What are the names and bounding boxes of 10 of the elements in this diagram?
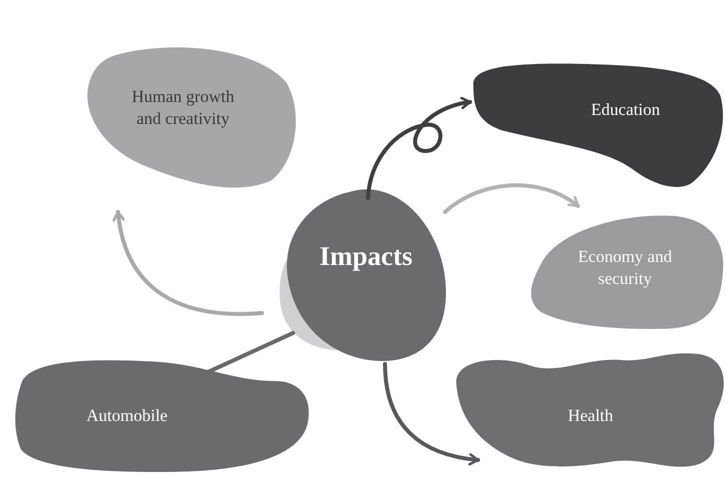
node-label: Human growth and creativity [130,86,236,130]
arrow [366,97,472,200]
arrow [112,210,264,316]
node-label: Education [590,99,661,121]
node-label: Health [566,405,614,427]
arrow [383,362,480,466]
node-label: Impacts [318,240,414,273]
arrow [443,183,580,214]
node-label: Automobile [85,405,169,427]
node-label: Economy and security [577,246,673,290]
